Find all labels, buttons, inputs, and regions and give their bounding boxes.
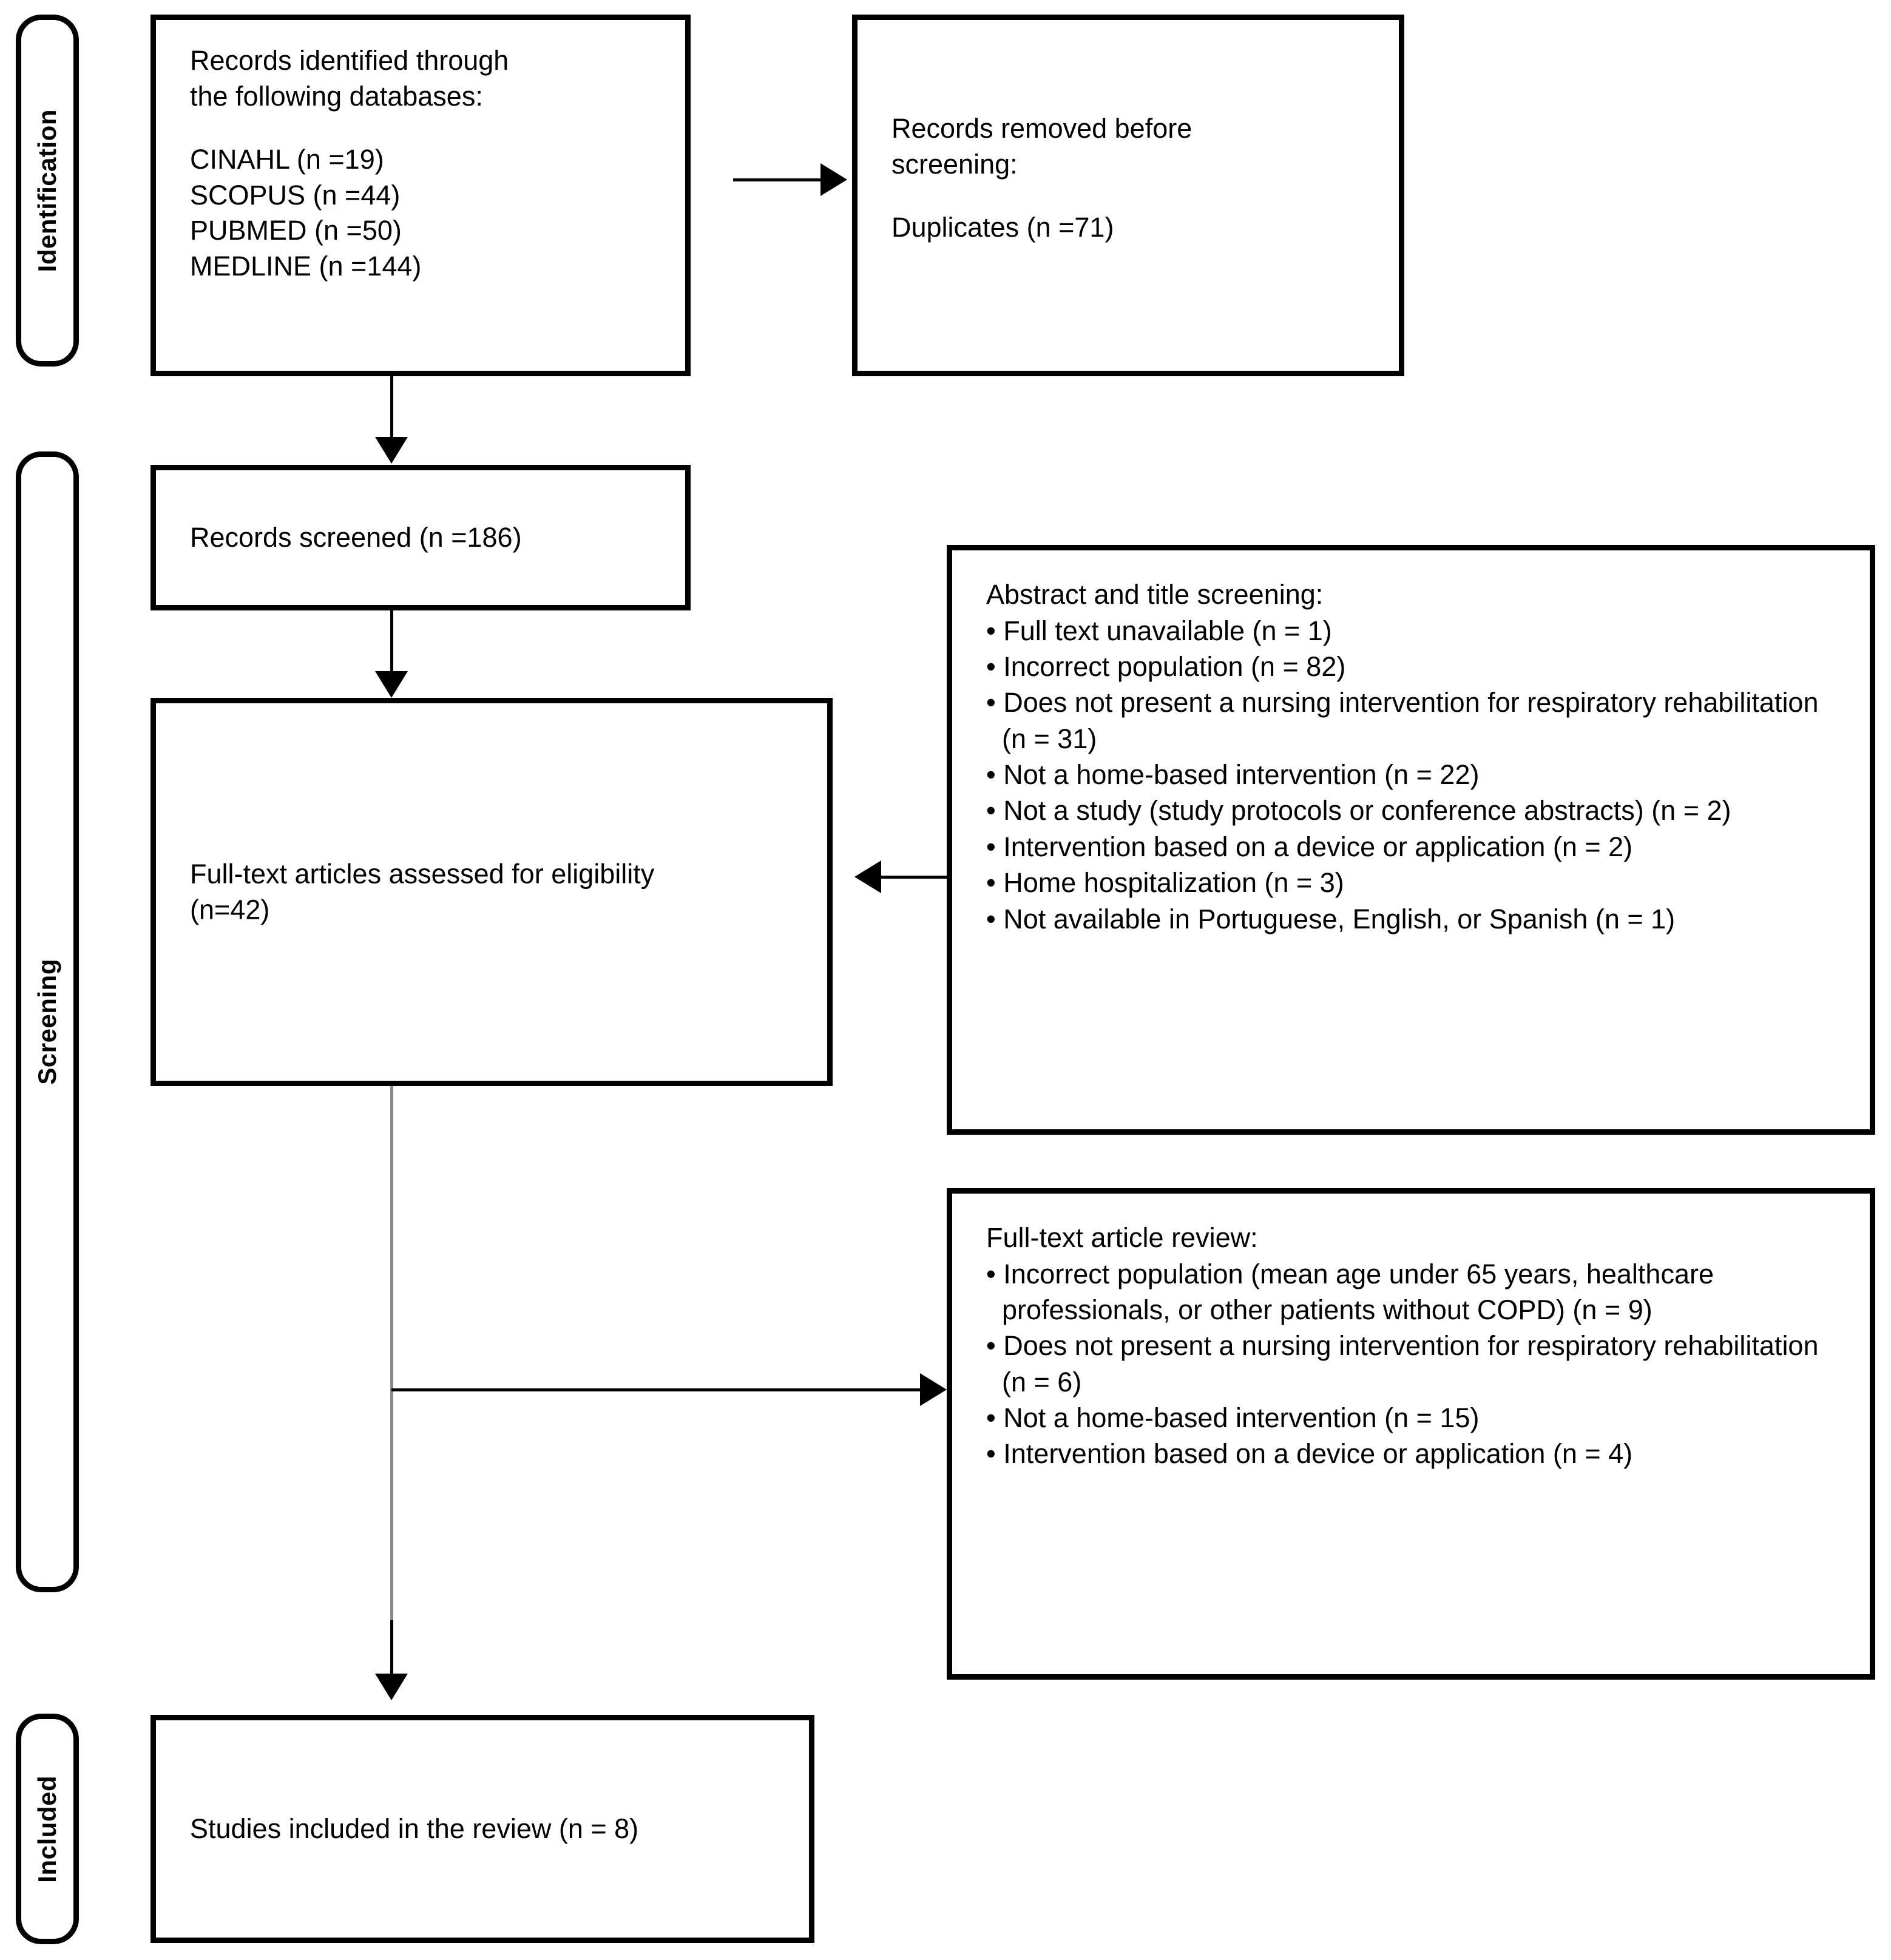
records-identified-source-medline: MEDLINE (n =144) (190, 250, 422, 282)
box-records-identified: Records identified through the following… (151, 15, 691, 376)
records-identified-source-pubmed: PUBMED (n =50) (190, 215, 402, 246)
connector-identified-to-removed (733, 178, 823, 181)
arrowhead-screened-to-fulltext (375, 671, 408, 698)
connector-screened-to-fulltext (390, 610, 393, 683)
list-item: • Incorrect population (n = 82) (986, 651, 1346, 682)
list-item: • Not a home-based intervention (n = 22) (986, 759, 1480, 791)
box-abstract-title-screening: Abstract and title screening: • Full tex… (947, 545, 1875, 1135)
records-removed-heading: Records removed before screening: (891, 113, 1192, 180)
fulltext-review-reason-list: • Incorrect population (mean age under 6… (986, 1256, 1836, 1472)
stage-included-label: Included (33, 1775, 61, 1883)
abstract-title-heading: Abstract and title screening: (986, 579, 1324, 610)
list-item: • Intervention based on a device or appl… (986, 831, 1633, 862)
records-identified-source-cinahl: CINAHL (n =19) (190, 144, 384, 175)
connector-fulltext-to-review (391, 1388, 922, 1391)
box-records-removed: Records removed before screening: Duplic… (852, 15, 1404, 376)
stage-included: Included (16, 1714, 79, 1944)
arrowhead-identified-to-removed (820, 163, 847, 196)
list-item: • Full text unavailable (n = 1) (986, 615, 1332, 646)
abstract-title-reason-list: • Full text unavailable (n = 1) • Incorr… (986, 613, 1836, 938)
fulltext-assessed-text: Full-text articles assessed for eligibil… (190, 858, 655, 925)
list-item: • Not available in Portuguese, English, … (986, 903, 1676, 934)
arrowhead-identified-to-screened (375, 437, 408, 464)
connector-abstract-to-fulltext (881, 876, 949, 879)
studies-included-text: Studies included in the review (n = 8) (190, 1813, 639, 1844)
records-identified-heading: Records identified through the following… (190, 45, 509, 112)
list-item: • Does not present a nursing interventio… (986, 687, 1819, 754)
list-item: • Not a study (study protocols or confer… (986, 795, 1731, 826)
arrowhead-abstract-to-fulltext (854, 860, 881, 893)
fulltext-review-heading: Full-text article review: (986, 1222, 1258, 1253)
stage-screening-label: Screening (33, 959, 61, 1085)
stage-screening: Screening (16, 451, 79, 1592)
list-item: • Incorrect population (mean age under 6… (986, 1258, 1714, 1325)
records-screened-text: Records screened (n =186) (190, 521, 522, 553)
stage-identification-label: Identification (33, 109, 61, 272)
list-item: • Intervention based on a device or appl… (986, 1438, 1633, 1470)
box-fulltext-assessed: Full-text articles assessed for eligibil… (151, 698, 833, 1086)
list-item: • Not a home-based intervention (n = 15) (986, 1402, 1480, 1434)
connector-identified-to-screened (390, 376, 393, 449)
arrowhead-fulltext-to-review (920, 1373, 947, 1406)
stage-identification: Identification (16, 15, 79, 367)
list-item: • Does not present a nursing interventio… (986, 1330, 1819, 1397)
records-identified-source-scopus: SCOPUS (n =44) (190, 179, 401, 211)
box-fulltext-review: Full-text article review: • Incorrect po… (947, 1188, 1875, 1680)
box-records-screened: Records screened (n =186) (151, 465, 691, 610)
box-studies-included: Studies included in the review (n = 8) (151, 1715, 814, 1943)
records-removed-duplicates: Duplicates (n =71) (891, 212, 1114, 243)
connector-fulltext-to-included-lower (390, 1620, 393, 1681)
list-item: • Home hospitalization (n = 3) (986, 867, 1344, 899)
connector-fulltext-to-included (390, 1086, 393, 1635)
